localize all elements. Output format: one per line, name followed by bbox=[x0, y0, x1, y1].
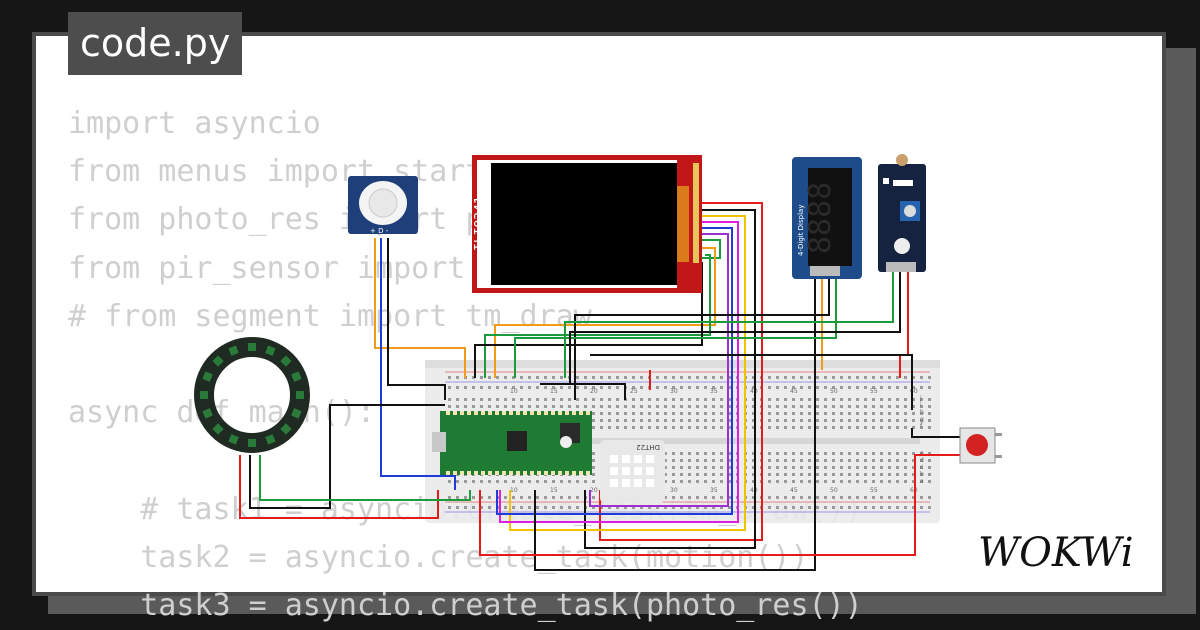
breadboard-row-letter: b bbox=[920, 471, 924, 478]
breadboard-column-number: 40 bbox=[750, 487, 758, 494]
breadboard-column-number: 55 bbox=[870, 487, 878, 494]
breadboard-column-number: 30 bbox=[670, 388, 678, 395]
breadboard-row-letter: h bbox=[920, 409, 924, 416]
code-line-5: # from segment import tm_draw bbox=[68, 298, 592, 334]
breadboard-column-number: 50 bbox=[830, 487, 838, 494]
breadboard-column-number: 30 bbox=[670, 487, 678, 494]
code-line-11: task3 = asyncio.create_task(photo_res()) bbox=[68, 587, 863, 623]
breadboard-column-number: 40 bbox=[750, 388, 758, 395]
breadboard-column-number: 60 bbox=[910, 487, 918, 494]
neopixel-ring bbox=[194, 337, 310, 453]
breadboard-row-letter: a bbox=[920, 478, 924, 485]
breadboard-row-letter: e bbox=[920, 450, 924, 457]
ili9341-display: ILI9341 bbox=[472, 155, 702, 293]
seven-segment-display: 8888 4-Digit Display bbox=[792, 157, 862, 279]
raspberry-pi-pico bbox=[432, 411, 592, 475]
breadboard-column-number: 15 bbox=[550, 487, 558, 494]
breadboard-row-letter: i bbox=[920, 402, 922, 409]
breadboard-row-letter: j bbox=[919, 395, 922, 402]
breadboard-column-number: 35 bbox=[710, 487, 718, 494]
breadboard-column-number: 45 bbox=[790, 487, 798, 494]
breadboard-column-number: 25 bbox=[630, 388, 638, 395]
breadboard-column-number: 10 bbox=[510, 487, 518, 494]
breadboard-column-number: 20 bbox=[590, 388, 598, 395]
code-line-10: task2 = asyncio.create_task(motion()) bbox=[68, 539, 809, 575]
wokwi-logo: WOKWi bbox=[978, 530, 1134, 576]
breadboard-column-number: 50 bbox=[830, 388, 838, 395]
pir-sensor: + D - bbox=[348, 176, 418, 235]
breadboard-column-number: 15 bbox=[550, 388, 558, 395]
dht22-sensor: DHT22 bbox=[600, 440, 665, 503]
code-line-1: import asyncio bbox=[68, 106, 321, 141]
pushbutton[interactable] bbox=[959, 427, 1002, 464]
display-label: ILI9341 bbox=[473, 196, 488, 251]
code-line-7: async def main(): bbox=[68, 395, 376, 431]
breadboard-column-number: 45 bbox=[790, 388, 798, 395]
dht-label: DHT22 bbox=[636, 443, 660, 451]
file-tab-code-py[interactable]: code.py bbox=[68, 12, 243, 75]
svg-text:8888: 8888 bbox=[803, 182, 838, 254]
wires bbox=[239, 202, 965, 571]
breadboard-row-letter: d bbox=[920, 457, 924, 464]
breadboard-column-number: 20 bbox=[590, 487, 598, 494]
breadboard-row-letter: f bbox=[920, 423, 923, 430]
breadboard-row-letter: c bbox=[920, 464, 923, 471]
breadboard-column-number: 55 bbox=[870, 388, 878, 395]
breadboard-column-number: 35 bbox=[710, 388, 718, 395]
seven-segment-label: 4-Digit Display bbox=[797, 205, 805, 256]
breadboard-row-letter: g bbox=[920, 416, 924, 423]
breadboard-column-number: 60 bbox=[910, 388, 918, 395]
photoresistor-module bbox=[878, 154, 926, 272]
pir-pin-labels: + D - bbox=[370, 227, 389, 235]
breadboard-column-number: 10 bbox=[510, 388, 518, 395]
